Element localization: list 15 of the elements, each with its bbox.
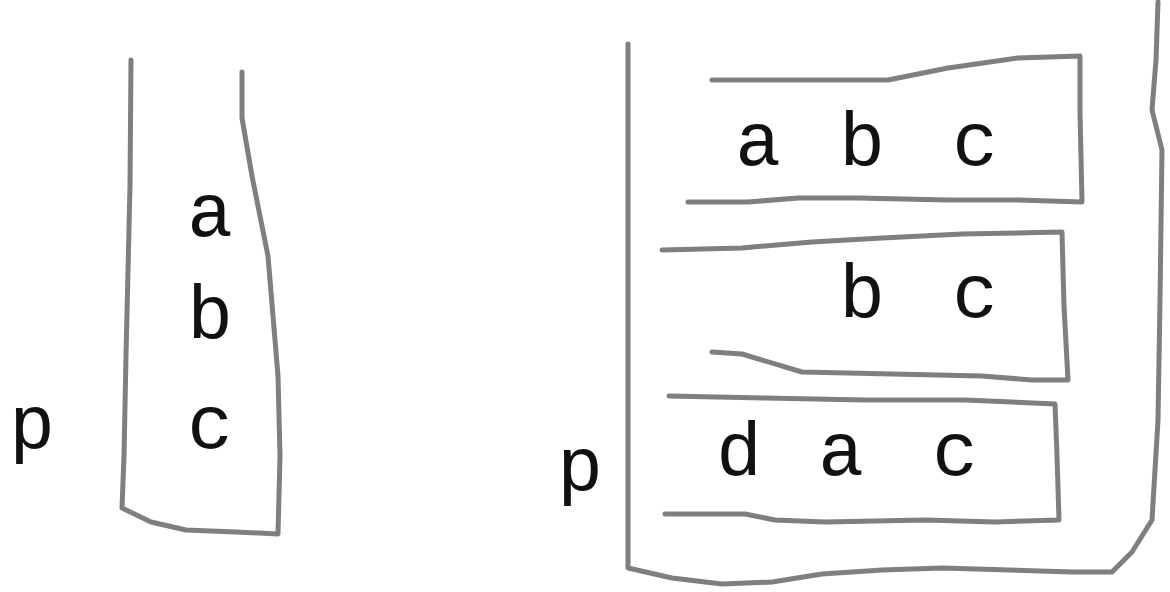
letter-label: c bbox=[952, 259, 998, 335]
letter-label: b bbox=[839, 107, 885, 183]
letter-label: b bbox=[187, 280, 233, 356]
letter-label: c bbox=[952, 107, 998, 183]
bracket-box bbox=[665, 396, 1060, 526]
letter-label: c bbox=[187, 390, 233, 466]
side-label: p bbox=[557, 432, 603, 508]
letter-label: d bbox=[716, 417, 762, 493]
letter-label: a bbox=[735, 107, 781, 183]
letter-label: a bbox=[818, 417, 864, 493]
letter-label: a bbox=[187, 178, 233, 254]
bracket-box bbox=[688, 52, 1084, 207]
letter-label: b bbox=[839, 259, 885, 335]
side-label: p bbox=[9, 390, 55, 466]
letter-label: c bbox=[932, 417, 978, 493]
